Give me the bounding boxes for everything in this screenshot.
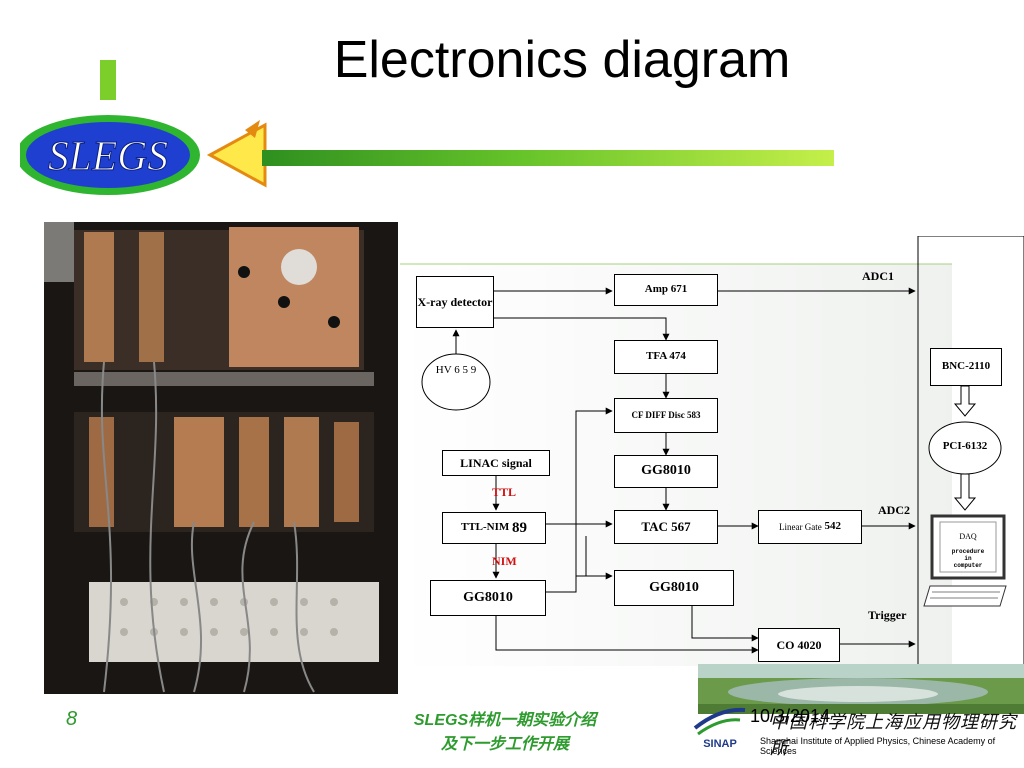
amp-671-box: Amp 671: [614, 274, 718, 306]
tfa-474-box: TFA 474: [614, 340, 718, 374]
daq-line-3: computer: [953, 562, 983, 570]
electronics-block-diagram: X-ray detector Amp 671 TFA 474 CF DIFF D…: [400, 236, 1024, 666]
slide-date: 10/3/2014: [750, 706, 831, 726]
footer-subtitle-line2: 及下一步工作开展: [440, 736, 569, 753]
electronics-rack-photo: [44, 222, 398, 694]
gg8010-mid-box: GG8010: [614, 570, 734, 606]
page-number: 8: [66, 708, 78, 730]
linear-gate-number: 542: [824, 520, 841, 533]
title-underline-bar: [262, 150, 834, 166]
daq-label: DAQ: [959, 532, 977, 541]
daq-line-2: in: [964, 555, 972, 563]
ttl-nim-box: TTL-NIM 89: [442, 512, 546, 544]
campus-banner-image: [698, 664, 1024, 714]
institute-english-name: Shanghai Institute of Applied Physics, C…: [760, 736, 996, 756]
ttl-nim-number: 89: [512, 520, 528, 536]
co-4020-box: CO 4020: [758, 628, 840, 662]
logo-text: SLEGS: [48, 134, 168, 180]
hv-label: HV 6 5 9: [435, 364, 477, 376]
pci-card-node: [928, 421, 1002, 475]
bnc-2110-box: BNC-2110: [930, 348, 1002, 386]
linear-gate-box: Linear Gate 542: [758, 510, 862, 544]
cf-diff-disc-box: CF DIFF Disc 583: [614, 398, 718, 433]
daq-line-1: procedure: [951, 548, 985, 555]
daq-procedure-text: procedure in computer: [940, 548, 996, 570]
adc1-label: ADC1: [862, 269, 894, 283]
trigger-label: Trigger: [868, 608, 907, 622]
slegs-logo: SLEGS: [20, 60, 267, 195]
institute-chinese-name: 中国科学院上海应用物理研究所: [770, 712, 1017, 759]
ttl-nim-label: TTL-NIM: [460, 521, 510, 534]
tac-567-box: TAC 567: [614, 510, 718, 544]
ttl-label: TTL: [492, 485, 517, 499]
linac-signal-box: LINAC signal: [442, 450, 550, 476]
computer-icon: [923, 514, 1007, 607]
sinap-logo: SINAP: [693, 707, 746, 750]
pci-6132-label: PCI-6132: [942, 440, 988, 452]
gg8010-left-box: GG8010: [430, 580, 546, 616]
page-title: Electronics diagram: [333, 31, 791, 89]
gg8010-top-box: GG8010: [614, 455, 718, 488]
hv-supply-node: [421, 353, 491, 411]
xray-detector-box: X-ray detector: [416, 276, 494, 328]
adc2-label: ADC2: [878, 503, 910, 517]
sinap-logo-text: SINAP: [703, 738, 737, 750]
nim-label: NIM: [492, 554, 517, 568]
linear-gate-label: Linear Gate: [779, 521, 822, 532]
footer-subtitle-line1: SLEGS样机一期实验介绍: [413, 712, 597, 729]
